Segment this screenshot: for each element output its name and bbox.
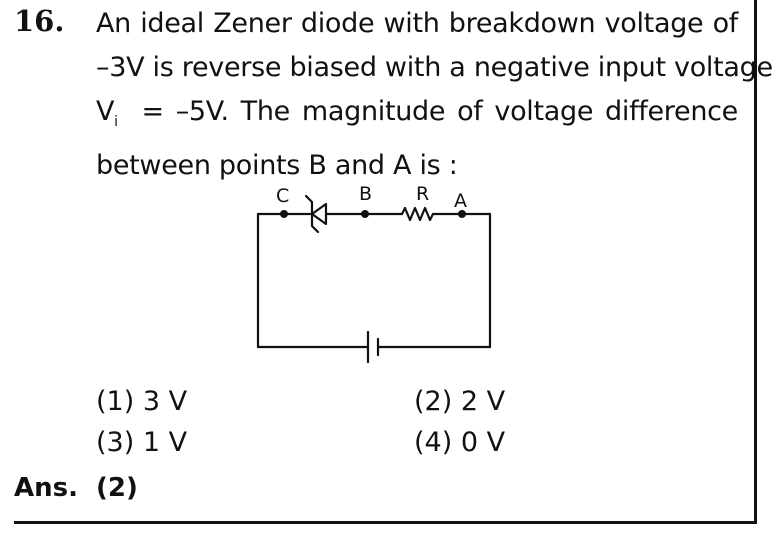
option-1: (1) 3 V: [96, 386, 188, 417]
option-4: (4) 0 V: [414, 427, 506, 458]
question-text: An ideal Zener diode with breakdown volt…: [96, 2, 773, 188]
zener-diode-triangle: [310, 202, 328, 226]
label-a: A: [454, 190, 467, 212]
question-line-4: between points B and A is :: [96, 150, 458, 181]
node-c-dot: [280, 210, 288, 218]
option-3: (3) 1 V: [96, 427, 188, 458]
resistor-r: [400, 206, 435, 222]
answer-line: Ans. (2): [14, 472, 138, 504]
question-line-1: An ideal Zener diode with breakdown volt…: [96, 8, 738, 39]
question-line-3-rest: = –5V. The magnitude of voltage differen…: [141, 96, 739, 127]
label-r: R: [416, 183, 429, 205]
question-line-2: –3V is reverse biased with a negative in…: [96, 52, 773, 83]
option-2: (2) 2 V: [414, 386, 506, 417]
answer-prefix: Ans.: [14, 473, 78, 503]
input-voltage-subscript: i: [114, 114, 118, 130]
frame-bottom-border: [14, 521, 757, 524]
frame-right-border: [754, 0, 757, 524]
zener-circuit-diagram: C B R A: [256, 183, 492, 364]
question-line-3: Vi = –5V. The magnitude of voltage diffe…: [96, 90, 738, 144]
node-a-dot: [458, 210, 466, 218]
label-c: C: [276, 185, 289, 207]
answer-value: (2): [95, 473, 138, 503]
node-b-dot: [361, 210, 369, 218]
zener-diode-bar: [304, 194, 320, 234]
question-number: 16.: [14, 4, 65, 38]
label-b: B: [359, 183, 372, 205]
input-voltage-symbol: V: [96, 96, 115, 127]
